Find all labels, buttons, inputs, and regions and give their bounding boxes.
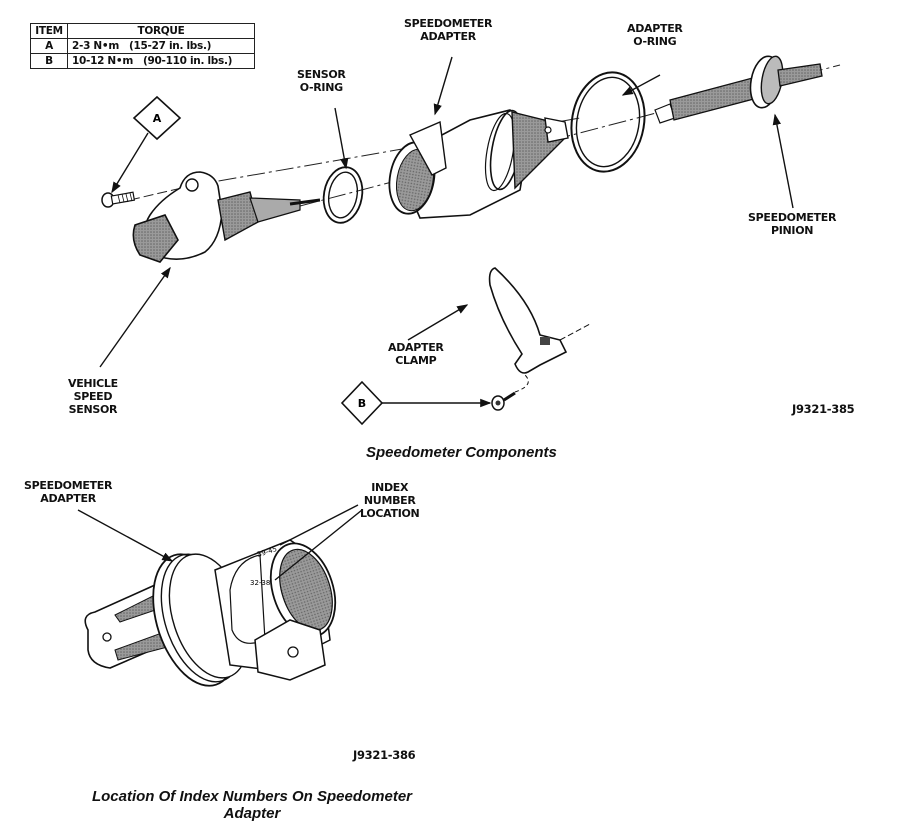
label-adapter-clamp: ADAPTER CLAMP <box>388 341 444 367</box>
label-line: CLAMP <box>395 354 437 367</box>
label-line: SENSOR <box>68 403 118 416</box>
callout-b-label: B <box>358 397 366 410</box>
torque-table: ITEM TORQUE A 2-3 N•m (15-27 in. lbs.) B… <box>30 23 255 69</box>
label-index-number-location: INDEX NUMBER LOCATION <box>360 481 420 520</box>
label-vehicle-speed-sensor: VEHICLE SPEED SENSOR <box>68 377 118 416</box>
callout-diamond-b <box>340 380 384 426</box>
speedometer-pinion <box>654 55 823 124</box>
bolt-a <box>101 191 136 208</box>
label-speedometer-pinion: SPEEDOMETER PINION <box>748 211 836 237</box>
speedometer-adapter <box>388 109 569 219</box>
table-row: B 10-12 N•m (90-110 in. lbs.) <box>30 53 255 69</box>
label-line: SPEED <box>73 390 113 403</box>
label-line: ADAPTER <box>627 22 683 35</box>
label-line: VEHICLE <box>68 377 118 390</box>
label-line: SPEEDOMETER <box>24 479 113 492</box>
adapter-o-ring <box>570 71 646 173</box>
label-line: O-RING <box>299 81 343 94</box>
label-sensor-o-ring: SENSOR O-RING <box>297 68 346 94</box>
label-line: SPEEDOMETER <box>404 17 493 30</box>
label-line: LOCATION <box>360 507 420 520</box>
label-line: ADAPTER <box>420 30 476 43</box>
label-line: PINION <box>770 224 814 237</box>
index-mark-lower: 32-38 <box>250 579 270 587</box>
figure-speedometer-components: A <box>99 55 841 426</box>
figure-id-386: J9321-386 <box>353 748 416 762</box>
label-line: SPEEDOMETER <box>748 211 837 224</box>
caption-index-numbers: Location Of Index Numbers On Speedometer… <box>72 788 432 822</box>
label-line: O-RING <box>633 35 677 48</box>
label-line: INDEX <box>371 481 409 494</box>
adapter-clamp <box>488 267 591 374</box>
caption-line: Adapter <box>223 805 281 822</box>
torque-cell: 10-12 N•m (90-110 in. lbs.) <box>67 53 255 69</box>
callout-b: B <box>340 380 492 426</box>
callout-diamond-a <box>132 95 182 141</box>
label-line: ADAPTER <box>40 492 96 505</box>
label-line: NUMBER <box>363 494 416 507</box>
label-speedometer-adapter-fig2: SPEEDOMETER ADAPTER <box>24 479 112 505</box>
label-adapter-o-ring: ADAPTER O-RING <box>627 22 683 48</box>
label-speedometer-adapter: SPEEDOMETER ADAPTER <box>404 17 492 43</box>
figure-index-location: 39-45 32-38 <box>77 504 363 687</box>
vehicle-speed-sensor <box>132 171 321 263</box>
figure-id-385: J9321-385 <box>792 402 855 416</box>
label-line: SENSOR <box>297 68 346 81</box>
callout-a: A <box>111 95 182 194</box>
caption-line: Location Of Index Numbers On Speedometer <box>91 788 413 805</box>
bolt-b <box>491 374 529 411</box>
caption-speedometer-components: Speedometer Components <box>366 444 557 461</box>
callout-a-label: A <box>153 112 162 125</box>
label-line: ADAPTER <box>388 341 444 354</box>
